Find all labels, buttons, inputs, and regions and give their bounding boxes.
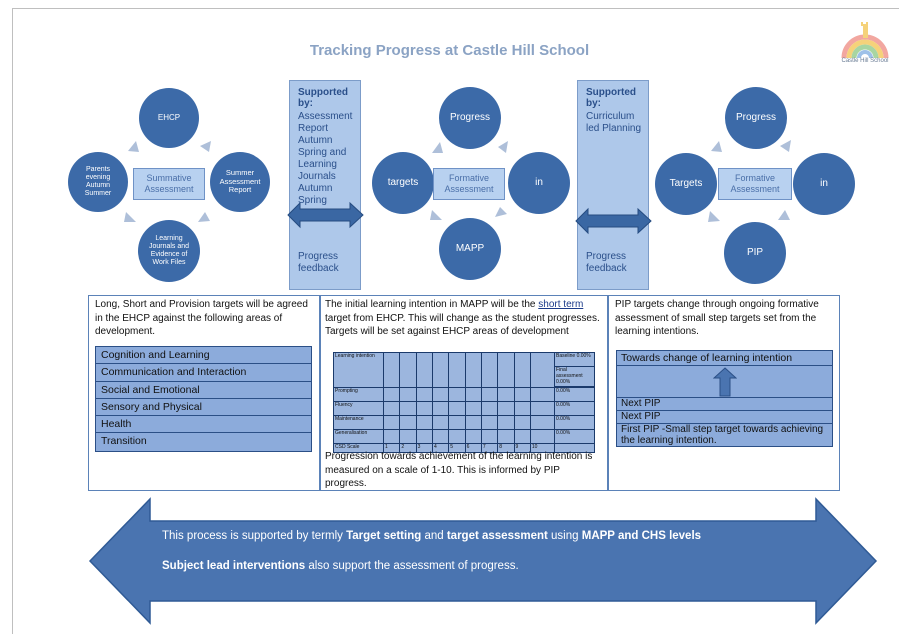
cycle-node-learning-journals: Learning Journals and Evidence of Work F… (138, 220, 200, 282)
pip-steps: Towards change of learning intention Nex… (616, 350, 833, 447)
short-term-link[interactable]: short term (538, 299, 584, 310)
page-frame (12, 8, 899, 634)
pip-arrow-row (617, 366, 832, 398)
target-setting-text: Target setting (346, 530, 422, 542)
school-logo: Castle Hill School (836, 18, 894, 70)
cycle-arrows (124, 140, 791, 222)
row-label: Maintenance (333, 415, 384, 430)
cycle-node-targets: targets (372, 152, 434, 214)
ehcp-intro: Long, Short and Provision targets will b… (95, 299, 308, 337)
support-panel-right: Supported by: Curriculum led Planning Pr… (577, 80, 649, 290)
support-panel-left: Supported by: Assessment Report Autumn S… (289, 80, 361, 290)
ehcp-column: Long, Short and Provision targets will b… (88, 295, 320, 491)
cycle-node-mapp: MAPP (439, 218, 501, 280)
cycle-node-summer-report: Summer Assessment Report (210, 152, 270, 212)
row-label: Fluency (333, 401, 384, 416)
text-part: also support the assessment of progress. (305, 560, 519, 572)
pip-next-2: Next PIP (617, 411, 832, 424)
mapp-intro: The initial learning intention in MAPP w… (325, 298, 605, 339)
area-item: Communication and Interaction (96, 364, 311, 382)
double-arrow-left (287, 201, 364, 229)
row-label: Prompting (333, 387, 384, 402)
pip-top: Towards change of learning intention (617, 351, 832, 366)
mapp-chs-text: MAPP and CHS levels (581, 530, 702, 542)
text-part: using (547, 530, 582, 542)
page-title: Tracking Progress at Castle Hill School (309, 42, 590, 59)
pct-cell: 0.00% (554, 387, 595, 402)
bottom-line-1: This process is supported by termly Targ… (162, 530, 701, 542)
area-item: Sensory and Physical (96, 399, 311, 417)
rainbow-icon (841, 22, 889, 59)
support-left-heading: Supported by: (298, 87, 348, 109)
cycle-node-in-right: in (793, 153, 855, 215)
cycle-node-ehcp: EHCP (139, 88, 199, 148)
mapp-intro-b: target from EHCP. This will change as th… (325, 312, 600, 338)
pct-cell: 0.00% (554, 429, 595, 444)
process-arrow (88, 497, 878, 625)
cycle-node-progress-right: Progress (725, 87, 787, 149)
pip-intro: PIP targets change through ongoing forma… (615, 299, 819, 337)
double-arrow-right (575, 207, 652, 235)
pip-column: PIP targets change through ongoing forma… (608, 295, 840, 491)
baseline-cell: Baseline 0.00% (554, 352, 595, 367)
row-label: Generalisation (333, 429, 384, 444)
formative-assessment-box-middle: Formative Assessment (433, 168, 505, 200)
pip-next-1: Next PIP (617, 398, 832, 411)
mapp-table: Learning intention Baseline 0.00% Final … (333, 352, 595, 453)
scale-cell: 9 (513, 443, 531, 453)
pct-cell: 0.00% (554, 401, 595, 416)
row-label: Learning intention (333, 352, 384, 388)
cycle-node-in: in (508, 152, 570, 214)
support-left-footer: Progress feedback (298, 251, 339, 274)
development-areas-list: Cognition and Learning Communication and… (95, 346, 312, 452)
cycle-node-targets-right: Targets (655, 153, 717, 215)
cycle-node-progress: Progress (439, 87, 501, 149)
scale-cell: 10 (529, 443, 556, 453)
text-part: and (421, 530, 447, 542)
up-arrow-icon (713, 367, 737, 397)
bottom-line-2: Subject lead interventions also support … (162, 560, 519, 572)
subject-lead-text: Subject lead interventions (162, 560, 306, 572)
area-item: Health (96, 416, 311, 434)
support-right-footer: Progress feedback (586, 251, 627, 274)
logo-text: Castle Hill School (841, 58, 889, 64)
text-part: This process is supported by termly (162, 530, 347, 542)
cycle-node-parents-evening: Parents evening Autumn Summer (68, 152, 128, 212)
support-right-body: Curriculum led Planning (586, 111, 642, 134)
mapp-column: The initial learning intention in MAPP w… (320, 295, 608, 491)
summative-assessment-box: Summative Assessment (133, 168, 205, 200)
pip-first: First PIP -Small step target towards ach… (621, 424, 824, 446)
final-cell: Final assessment 0.00% (554, 366, 595, 387)
area-item: Transition (101, 435, 147, 448)
formative-assessment-box-right: Formative Assessment (718, 168, 792, 200)
mapp-intro-a: The initial learning intention in MAPP w… (325, 299, 539, 310)
support-right-heading: Supported by: (586, 87, 636, 109)
target-assessment-text: target assessment (446, 530, 548, 542)
pct-cell: 0.00% (554, 415, 595, 430)
mapp-outro: Progression towards achievement of the l… (325, 451, 593, 489)
support-left-body: Assessment Report Autumn Spring and Lear… (298, 111, 353, 206)
cycle-node-pip: PIP (724, 222, 786, 284)
area-item: Social and Emotional (96, 382, 311, 399)
area-item: Cognition and Learning (96, 347, 311, 365)
